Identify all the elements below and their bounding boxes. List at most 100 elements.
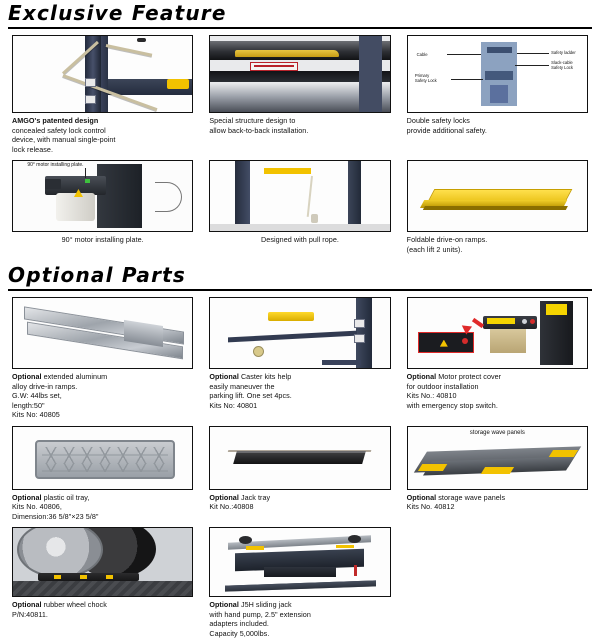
caption-line: Special structure design to: [209, 116, 296, 125]
caption-bold-text: Optional: [209, 600, 239, 609]
lift-column-graphic: [84, 36, 101, 112]
feature-caption-back-to-back: Special structure design to allow back-t…: [209, 116, 390, 135]
image-label-storage-wave-panels: storage wave panels: [469, 429, 525, 436]
caption-bold-text: Optional: [406, 372, 437, 381]
jack-tray-graphic: [233, 451, 367, 465]
feature-caption-foldable-ramps: Foldable drive-on ramps. (each lift 2 un…: [407, 235, 588, 254]
caption-bold-text: Optional: [12, 600, 42, 609]
caption-line: provide additional safety.: [406, 125, 487, 135]
yellow-lift-pad-graphic: [267, 312, 315, 322]
feature-card-foldable-ramps: Foldable drive-on ramps. (each lift 2 un…: [399, 158, 596, 258]
caption-line: lock release.: [12, 144, 53, 154]
optional-photo-extended-aluminum-ramps: [12, 297, 194, 369]
feature-photo-back-to-back: [209, 35, 391, 113]
image-label-motor-installing-plate: 90° motor installing plate.: [27, 162, 84, 169]
caption-line: concealed safety lock control: [12, 125, 106, 135]
caption-bold-text: AMGO's patented design: [12, 116, 99, 125]
pull-rope-handle-graphic: [310, 214, 318, 224]
lift-post-graphic: [359, 36, 383, 112]
yellow-lift-rail-graphic: [235, 49, 340, 57]
caption-line: Kits No: 40801: [209, 400, 258, 410]
hydraulic-valve-graphic: [354, 564, 358, 576]
feature-caption-pull-rope: Designed with pull rope.: [209, 235, 390, 245]
caption-line: Double safety locks: [406, 116, 470, 125]
diagram-label-safety-ladder: Safety ladder: [551, 50, 576, 56]
lift-gap-shadow: [210, 70, 390, 82]
caption-bold-text: Optional: [12, 372, 42, 381]
wave-panel-yellow-corner-1: [417, 463, 448, 472]
catalog-page: Exclusive Feature AMGO's patented design…: [4, 2, 596, 638]
slack-cable-lock-graphic: [486, 46, 512, 54]
post-bracket-upper: [353, 319, 365, 328]
optional-card-j5h-sliding-jack: Optional J5H sliding jack with hand pump…: [201, 525, 398, 642]
yellow-arm-pad-graphic: [167, 78, 189, 90]
rubber-wheel-chock-graphic: [38, 572, 139, 582]
feature-caption-double-safety-locks: Double safety locks provide additional s…: [407, 116, 588, 135]
yellow-decal-graphic: [545, 303, 568, 315]
jack-rubber-pad-right: [347, 534, 361, 543]
foldable-ramp-edge-graphic: [422, 205, 569, 210]
diamond-plate-floor-graphic: [13, 581, 193, 596]
optional-photo-motor-protect-cover: [406, 297, 588, 369]
primary-lock-graphic: [484, 70, 514, 81]
caption-line: G.W: 44lbs set,: [12, 391, 62, 400]
caption-bold-text: Optional: [406, 492, 437, 502]
caption-line: Foldable drive-on ramps.: [406, 235, 488, 244]
caption-line: Motor protect cover: [438, 372, 502, 381]
hand-pump-graphic: [264, 567, 336, 577]
caption-line: Kits No. 40812: [406, 502, 455, 511]
optional-card-jack-tray: Optional Jack tray Kit No.:40808: [201, 424, 398, 526]
feature-photo-pull-rope: [209, 160, 391, 232]
caption-line: easily maneuver the: [209, 381, 275, 391]
caption-line: with hand pump, 2.5" extension: [209, 609, 311, 619]
motor-housing-graphic: [45, 179, 62, 189]
indicator-light: [84, 179, 90, 184]
feature-card-back-to-back: Special structure design to allow back-t…: [201, 33, 398, 158]
caption-bold-text: Optional: [209, 492, 239, 502]
motor-cover-label-graphic: [486, 318, 516, 324]
lift-post-left-graphic: [235, 161, 250, 231]
wave-panel-yellow-corner-2: [549, 450, 579, 457]
wave-panel-yellow-corner-3: [480, 467, 514, 475]
caption-bold-text: Optional: [12, 492, 42, 502]
caption-line: Designed with pull rope.: [261, 235, 339, 244]
post-bracket-lower: [353, 334, 365, 344]
section-title-underline-optional: [8, 289, 592, 291]
optional-photo-plastic-oil-tray: [12, 425, 194, 490]
optional-card-rubber-wheel-chock: Optional rubber wheel chock P/N:40811.: [4, 525, 201, 642]
caption-line: Kits No: 40805: [12, 410, 60, 419]
optional-caption-jack-tray: Optional Jack tray Kit No.:40808: [209, 493, 390, 512]
caption-line: Dimension:36 5/8"×23 5/8": [12, 511, 99, 521]
section-title-optional-parts: Optional Parts: [8, 263, 187, 287]
lift-column-graphic: [97, 163, 143, 229]
caption-line: Caster kits help: [240, 372, 292, 381]
caption-line: Capacity 5,000lbs.: [209, 628, 270, 638]
lift-arm-graphic: [221, 322, 364, 328]
optional-card-plastic-oil-tray: Optional plastic oil tray, Kits No. 4080…: [4, 424, 201, 526]
caption-line: extended aluminum: [43, 372, 108, 381]
optional-caption-plastic-oil-tray: Optional plastic oil tray, Kits No. 4080…: [12, 493, 193, 522]
feature-caption-motor-installing-plate: 90° motor installing plate.: [12, 235, 193, 245]
feature-caption-patented-safety-lock: AMGO's patented design concealed safety …: [12, 116, 193, 154]
caster-wheel-graphic: [253, 345, 265, 357]
feature-photo-foldable-ramps: [406, 160, 588, 232]
optional-card-caster-kits: Optional Caster kits help easily maneuve…: [201, 295, 398, 424]
lift-post-graphic: [355, 298, 372, 368]
caption-line: 90° motor installing plate.: [61, 235, 144, 244]
caption-line: Kits No. 40806,: [12, 502, 62, 511]
caption-line: plastic oil tray,: [43, 492, 90, 502]
feature-card-pull-rope: Designed with pull rope.: [201, 158, 398, 258]
caption-line: for outdoor installation: [406, 381, 479, 391]
yellow-marker-graphic: [264, 168, 311, 174]
empty-grid-slot: [399, 525, 596, 642]
optional-caption-j5h-sliding-jack: Optional J5H sliding jack with hand pump…: [209, 600, 390, 638]
optional-photo-storage-wave-panels: storage wave panels: [406, 425, 588, 490]
caption-line: (each lift 2 units).: [406, 244, 463, 254]
caption-line: with emergency stop switch.: [406, 400, 498, 410]
lock-bracket-upper: [84, 77, 96, 87]
caption-line: storage wave panels: [438, 492, 506, 502]
emergency-stop-button-icon: [461, 338, 468, 345]
caption-line: alloy drive-in ramps.: [12, 381, 78, 391]
